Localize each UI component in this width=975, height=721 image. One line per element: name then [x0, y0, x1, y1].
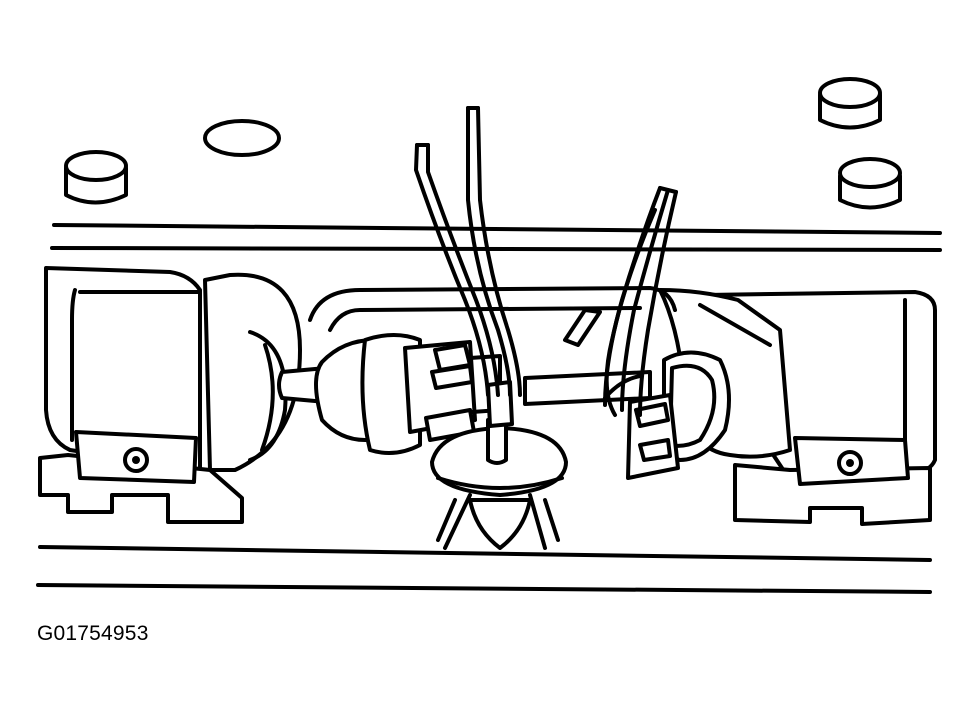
- wiring-harness: [414, 106, 678, 417]
- mounting-stud-right-lower: [838, 157, 902, 210]
- right-screw-inner: [846, 459, 854, 467]
- left-screw-inner: [132, 456, 140, 464]
- mounting-stud-left: [64, 150, 128, 205]
- center-dome-lamp: [430, 380, 568, 550]
- panel-edge-lines: [36, 223, 942, 594]
- right-lamp-housing: [658, 288, 937, 526]
- left-bulb-socket: [277, 333, 502, 456]
- mounting-stud-right-upper: [818, 77, 882, 130]
- left-lamp-housing: [38, 266, 302, 524]
- figure-code-label: G01754953: [37, 622, 149, 645]
- center-bracket: [308, 286, 677, 406]
- mounting-hole-oval: [203, 119, 281, 157]
